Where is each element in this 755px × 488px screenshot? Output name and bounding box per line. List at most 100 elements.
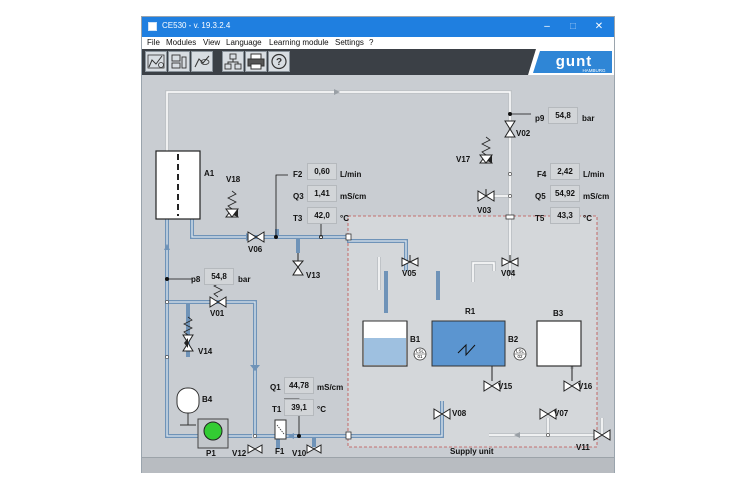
- process-schematic: LSL 01 LSL 02: [155, 89, 611, 454]
- label-v11: V11: [576, 443, 590, 452]
- valves[interactable]: [182, 120, 611, 454]
- label-v14: V14: [198, 347, 213, 356]
- diagram-button[interactable]: [168, 51, 190, 72]
- label-v17: V17: [456, 155, 471, 164]
- print-button[interactable]: [245, 51, 267, 72]
- f4-value: 2,42: [550, 163, 580, 180]
- valve-v16: [563, 366, 581, 392]
- label-v12: V12: [232, 449, 247, 458]
- p8-name: p8: [191, 275, 201, 284]
- q3-value: 1,41: [307, 185, 337, 202]
- p8-value: 54,8: [204, 268, 234, 285]
- valve-v05: [401, 255, 419, 267]
- maximize-button[interactable]: □: [569, 21, 577, 32]
- menu-modules[interactable]: Modules: [166, 38, 197, 47]
- label-v02: V02: [516, 129, 531, 138]
- label-v01: V01: [210, 309, 225, 318]
- valve-v01: [209, 296, 227, 308]
- label-p1: P1: [206, 449, 216, 458]
- close-button[interactable]: ✕: [594, 21, 604, 32]
- t1-name: T1: [272, 405, 282, 414]
- tank-b3: [536, 320, 582, 367]
- title-bar: CE530 - v. 19.3.2.4 – □ ✕: [142, 17, 614, 37]
- menu-settings[interactable]: Settings: [335, 38, 364, 47]
- svg-text:?: ?: [276, 57, 282, 68]
- app-icon: [148, 22, 157, 31]
- f4-unit: L/min: [583, 170, 605, 179]
- label-v08: V08: [452, 409, 467, 418]
- p8-unit: bar: [238, 275, 251, 284]
- minimize-button[interactable]: –: [544, 21, 550, 32]
- t1-unit: °C: [317, 405, 326, 414]
- menu-language[interactable]: Language: [226, 38, 262, 47]
- menu-bar: File Modules View Language Learning modu…: [142, 37, 614, 49]
- f2-unit: L/min: [340, 170, 362, 179]
- q5-value: 54,92: [550, 185, 580, 202]
- f2-value: 0,60: [307, 163, 337, 180]
- help-button[interactable]: ?: [268, 51, 290, 72]
- p9-value: 54,8: [548, 107, 578, 124]
- label-v10: V10: [292, 449, 307, 458]
- label-v16: V16: [578, 382, 593, 391]
- logo-subtext: HAMBURG: [582, 68, 606, 73]
- menu-learning-module[interactable]: Learning module: [269, 38, 329, 47]
- q1-name: Q1: [270, 383, 281, 392]
- valve-v06: [247, 231, 265, 243]
- supply-unit-label: Supply unit: [450, 447, 494, 456]
- valve-v04: [501, 255, 519, 267]
- t3-value: 42,0: [307, 207, 337, 224]
- valve-v13: [291, 253, 305, 276]
- t3-unit: °C: [340, 214, 349, 223]
- valve-v15: [483, 366, 501, 392]
- t5-unit: °C: [583, 214, 592, 223]
- label-v04: V04: [501, 269, 516, 278]
- accumulator-b4: [176, 387, 200, 414]
- menu-file[interactable]: File: [147, 38, 160, 47]
- label-b4: B4: [202, 395, 213, 404]
- p9-name: p9: [535, 114, 545, 123]
- process-schematic-icon: [147, 54, 165, 69]
- valve-v02: [504, 120, 516, 138]
- label-v06: V06: [248, 245, 263, 254]
- valve-v12: [247, 444, 263, 454]
- label-v05: V05: [402, 269, 417, 278]
- menu-view[interactable]: View: [203, 38, 221, 47]
- q1-value: 44,78: [284, 377, 314, 394]
- status-bar: [142, 457, 614, 473]
- valve-v07: [539, 408, 557, 420]
- t5-name: T5: [535, 214, 545, 223]
- p9-unit: bar: [582, 114, 595, 123]
- printer-icon: [247, 53, 265, 70]
- network-button[interactable]: [222, 51, 244, 72]
- valve-v03: [477, 189, 495, 202]
- gunt-logo: gunt HAMBURG: [528, 49, 614, 75]
- q3-name: Q3: [293, 192, 304, 201]
- q5-unit: mS/cm: [583, 192, 610, 201]
- label-v03: V03: [477, 206, 492, 215]
- menu-help[interactable]: ?: [369, 38, 374, 47]
- valve-v11: [593, 429, 611, 441]
- trend-button[interactable]: [191, 51, 213, 72]
- svg-text:LSL: LSL: [416, 349, 425, 354]
- label-a1: A1: [204, 169, 215, 178]
- f2-name: F2: [293, 170, 303, 179]
- help-icon: ?: [271, 53, 287, 70]
- label-v18: V18: [226, 175, 241, 184]
- label-v07: V07: [554, 409, 569, 418]
- q5-name: Q5: [535, 192, 546, 201]
- svg-text:LSL: LSL: [516, 349, 525, 354]
- app-window: CE530 - v. 19.3.2.4 – □ ✕ File Modules V…: [141, 16, 615, 473]
- reactor-r1: [431, 320, 506, 367]
- label-b2: B2: [508, 335, 519, 344]
- label-b3: B3: [553, 309, 564, 318]
- logo-text: gunt: [556, 53, 592, 70]
- svg-text:02: 02: [517, 354, 523, 359]
- label-b1: B1: [410, 335, 421, 344]
- process-diagram: LSL 01 LSL 02: [142, 75, 614, 458]
- svg-text:01: 01: [417, 354, 423, 359]
- valve-v10: [306, 444, 322, 454]
- process-schematic-button[interactable]: [145, 51, 167, 72]
- t5-value: 43,3: [550, 207, 580, 224]
- label-v13: V13: [306, 271, 321, 280]
- t3-name: T3: [293, 214, 303, 223]
